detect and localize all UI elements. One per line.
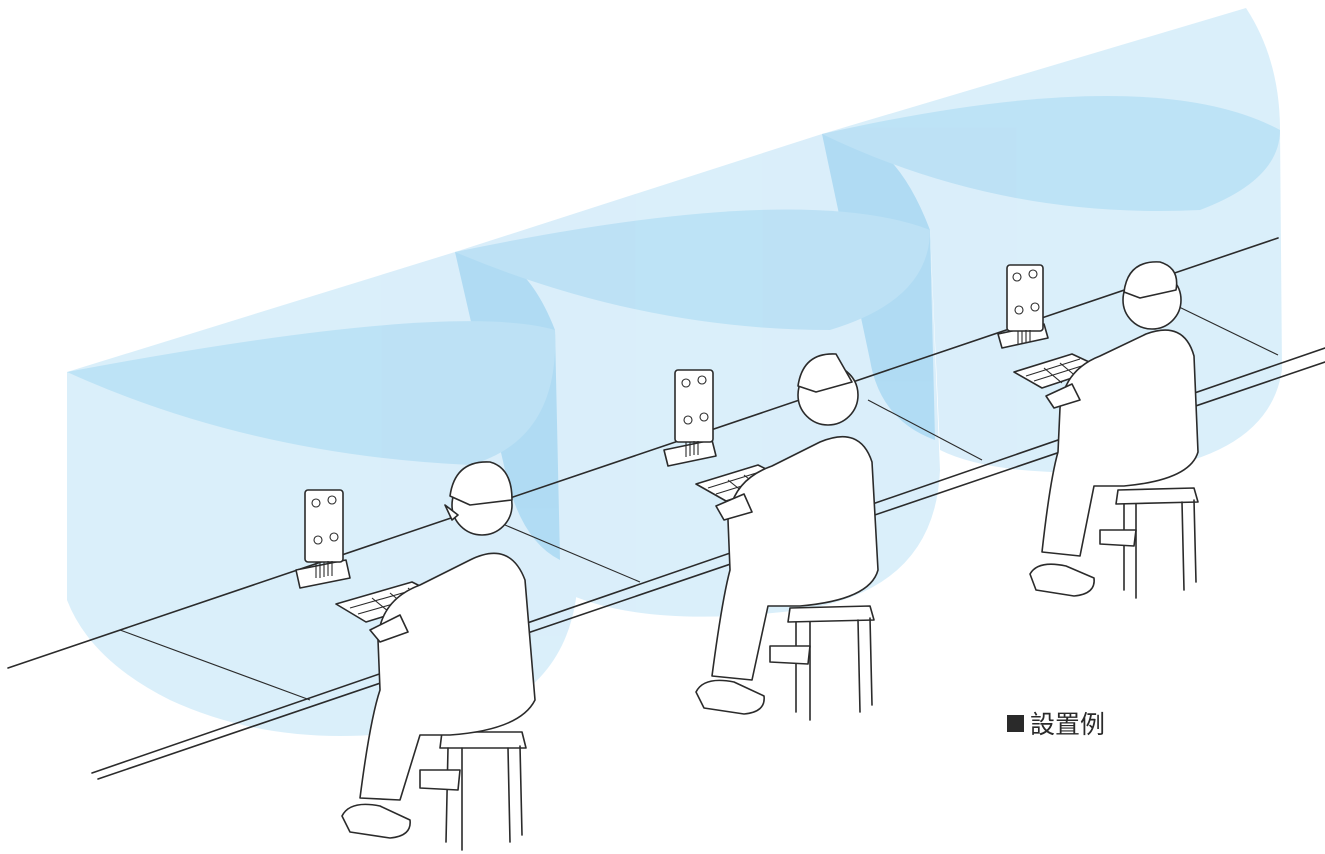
sensor-device-1	[295, 489, 351, 589]
sensor-device-2	[663, 369, 717, 467]
worker-2	[695, 353, 879, 721]
caption-square-icon	[1007, 714, 1024, 732]
caption-text: 設置例	[1030, 710, 1106, 739]
sensor-device-3	[997, 264, 1049, 349]
caption-installation-example: 設置例	[1007, 706, 1105, 740]
worker-1	[341, 461, 536, 851]
worker-3	[1029, 261, 1199, 599]
detection-zone-overlaps	[67, 95, 1280, 560]
